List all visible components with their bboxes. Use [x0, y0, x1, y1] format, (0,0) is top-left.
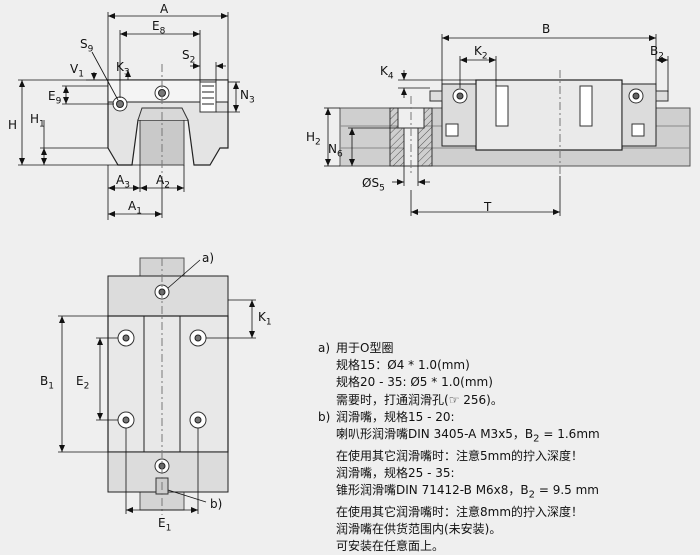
dim-label-H2: H2	[306, 130, 321, 148]
note-b-tag: b)	[318, 409, 331, 424]
dim-label-S5: ØS5	[362, 176, 385, 194]
note-b-line7: 润滑嘴在供货范围内(未安装)。	[336, 521, 502, 536]
dim-label-S2: S2	[182, 48, 196, 66]
note-b-line6: 在使用其它润滑嘴时：注意8mm的拧入深度！	[336, 504, 584, 519]
callout-a: a)	[202, 251, 215, 265]
note-b-line3: 在使用其它润滑嘴时：注意5mm的拧入深度！	[336, 448, 584, 463]
note-a-tag: a)	[318, 341, 331, 355]
note-b-line1: 润滑嘴，规格15 - 20:	[336, 409, 455, 424]
reference-icon: ☞	[448, 392, 460, 407]
dim-label-B: B	[542, 22, 551, 36]
note-a-line4: 需要时，打通润滑孔(☞ 256)。	[336, 392, 503, 407]
side-view	[339, 70, 691, 176]
dim-label-B1: B1	[40, 374, 54, 392]
dim-label-H: H	[8, 118, 18, 132]
front-view	[107, 64, 229, 178]
dim-label-A1: A1	[128, 199, 142, 217]
dim-label-K3: K3	[116, 60, 130, 78]
dim-label-T: T	[484, 200, 492, 214]
dim-label-B2: B2	[650, 44, 664, 62]
dim-label-V1: V1	[70, 62, 84, 80]
dim-label-A2: A2	[156, 173, 170, 191]
dim-label-S9: S9	[80, 37, 94, 55]
side-view-dimensions	[324, 34, 669, 216]
note-a-line1: 用于O型圈	[336, 341, 394, 355]
dim-label-K1: K1	[258, 310, 272, 328]
dim-label-N3: N3	[240, 88, 255, 106]
dim-label-A: A	[160, 2, 169, 16]
dim-label-E1: E1	[158, 516, 172, 534]
front-view-dimensions	[18, 12, 240, 220]
note-b-line5: 锥形润滑嘴DIN 71412-B M6x8，B2 = 9.5 mm	[336, 483, 599, 501]
dim-label-E9: E9	[48, 89, 62, 107]
note-b-line8: 可安装在任意面上。	[336, 539, 445, 554]
dim-label-N6: N6	[328, 142, 343, 160]
dim-label-E8: E8	[152, 19, 166, 37]
dim-label-E2: E2	[76, 374, 90, 392]
dim-label-H1: H1	[30, 112, 45, 130]
notes-block: a) 用于O型圈 规格15：Ø4 * 1.0(mm) 规格20 - 35: Ø5 …	[318, 340, 600, 555]
top-view	[107, 257, 229, 515]
technical-drawing	[18, 12, 691, 515]
note-b-line4: 润滑嘴，规格25 - 35:	[336, 465, 455, 480]
dim-label-K4: K4	[380, 64, 394, 82]
dim-label-K2: K2	[474, 44, 488, 62]
dim-label-A3: A3	[116, 173, 130, 191]
note-a-line2: 规格15：Ø4 * 1.0(mm)	[336, 358, 470, 373]
callout-b: b)	[210, 497, 223, 511]
note-a-line3: 规格20 - 35: Ø5 * 1.0(mm)	[336, 375, 493, 390]
note-b-line2: 喇叭形润滑嘴DIN 3405-A M3x5，B2 = 1.6mm	[336, 427, 600, 445]
top-view-dimensions	[58, 259, 256, 514]
